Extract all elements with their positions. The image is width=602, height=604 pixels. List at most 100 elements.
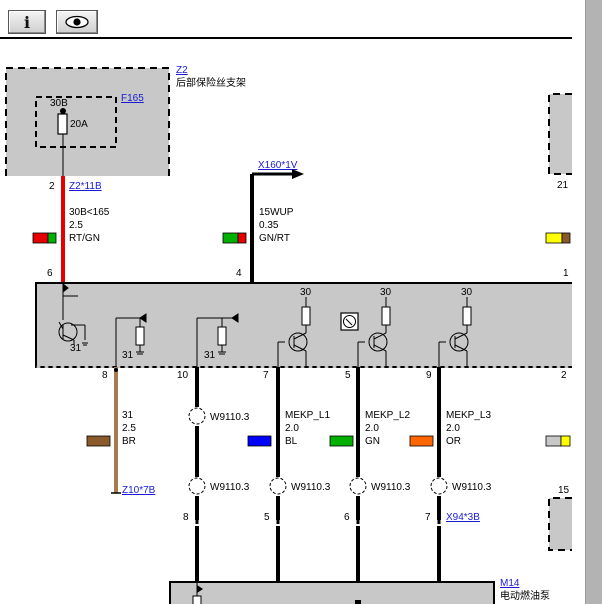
- splice-icon: [188, 407, 206, 425]
- ground-label-3: 31: [204, 350, 216, 361]
- wire-br-color: BR: [122, 436, 136, 447]
- m14-code[interactable]: M14: [500, 578, 520, 589]
- wire-30b-signal: 30B<165: [69, 207, 110, 218]
- wire-l2-size: 2.0: [365, 423, 379, 434]
- color-swatch-red2: [237, 232, 247, 244]
- pin-bottom-6: 6: [344, 512, 350, 523]
- info-button[interactable]: i: [8, 10, 46, 34]
- right-component-top: 21 1: [545, 93, 572, 279]
- switch-l3: [438, 297, 472, 367]
- color-swatch-green: [47, 232, 57, 244]
- control-module: 31 31 31: [35, 282, 572, 368]
- wire-l3-signal: MEKP_L3: [446, 410, 491, 421]
- f165-pin: 30B: [50, 98, 68, 109]
- wire-l1-signal: MEKP_L1: [285, 410, 330, 421]
- sensor-icon: [340, 312, 359, 331]
- x160-1v-connector[interactable]: X160*1V: [258, 160, 298, 171]
- toolbar: i: [8, 10, 98, 34]
- wire-l1-color: BL: [285, 436, 298, 447]
- module-pin-1: 1: [563, 268, 569, 279]
- wire-15wup-signal: 15WUP: [259, 207, 294, 218]
- color-swatch-blue: [247, 435, 272, 447]
- arrow-right-icon: [292, 169, 304, 179]
- wire-l1-size: 2.0: [285, 423, 299, 434]
- f165-fuse: 30B F165 20A: [35, 93, 144, 176]
- wire-10: W9110.3 W9110.3 8: [183, 367, 250, 582]
- z10-7b-connector[interactable]: Z10*7B: [122, 485, 156, 496]
- wire-15wup-color: GN/RT: [259, 233, 290, 244]
- splice-icon: [430, 477, 448, 495]
- wire-l3-color: OR: [446, 436, 461, 447]
- switch-l2: [357, 297, 391, 367]
- pin-8: 8: [102, 370, 108, 381]
- f165-code[interactable]: F165: [121, 93, 144, 104]
- pin-bottom-5: 5: [264, 512, 270, 523]
- f165-rating: 20A: [70, 119, 88, 130]
- splice-icon: [269, 477, 287, 495]
- splice-w9110-2: W9110.3: [210, 482, 250, 493]
- pin-bottom-8: 8: [183, 512, 189, 523]
- right-pin-15: 15: [558, 485, 570, 496]
- z2-11b-connector[interactable]: Z2*11B: [69, 181, 102, 192]
- info-icon: i: [23, 12, 31, 32]
- pin-5: 5: [345, 370, 351, 381]
- ground-label-2: 31: [122, 350, 134, 361]
- wire-mekp-l2: MEKP_L2 2.0 GN W9110.3 6: [329, 367, 411, 582]
- color-swatch-brown-small: [561, 232, 571, 244]
- wire-ground-br: 31 2.5 BR Z10*7B: [86, 367, 156, 496]
- wire-30b-size: 2.5: [69, 220, 83, 231]
- m14-name: 电动燃油泵: [500, 589, 550, 602]
- color-swatch-yellow2: [560, 435, 571, 447]
- right-pin-21: 21: [557, 180, 569, 191]
- color-swatch-brown: [86, 435, 111, 447]
- scrollbar[interactable]: [585, 0, 602, 604]
- pin-bottom-7: 7: [425, 512, 431, 523]
- wire-30b: 2 Z2*11B 30B<165 2.5 RT/GN 6: [32, 176, 110, 283]
- wire-mekp-l1: MEKP_L1 2.0 BL W9110.3 5: [247, 367, 331, 582]
- resistor-ground-1: [115, 313, 147, 367]
- wire-15wup: X160*1V 15WUP 0.35 GN/RT 4: [222, 160, 304, 283]
- pin-9: 9: [426, 370, 432, 381]
- pin-2: 2: [561, 370, 567, 381]
- supply-label-2: 30: [380, 287, 392, 298]
- z2-code[interactable]: Z2: [176, 65, 188, 76]
- splice-w9110-4: W9110.3: [371, 482, 411, 493]
- color-swatch-orange: [409, 435, 434, 447]
- wire-l2-color: GN: [365, 436, 380, 447]
- eye-icon: [65, 15, 89, 29]
- wire-br-size: 2.5: [122, 423, 136, 434]
- resistor-ground-2: [196, 313, 239, 367]
- right-component-bottom: 15: [545, 435, 572, 551]
- ground-label-1: 31: [70, 343, 82, 354]
- color-swatch-red: [32, 232, 49, 244]
- color-swatch-green3: [329, 435, 354, 447]
- transistor-left: [58, 282, 88, 346]
- supply-label-1: 30: [300, 287, 312, 298]
- wire-l3-size: 2.0: [446, 423, 460, 434]
- z2-fuse-carrier: Z2 后部保险丝支架: [5, 65, 246, 176]
- z2-name: 后部保险丝支架: [176, 76, 246, 89]
- m14-fuel-pump: M14 电动燃油泵: [169, 578, 550, 604]
- color-swatch-gray: [545, 435, 562, 447]
- z2-pin: 2: [49, 181, 55, 192]
- pin-7: 7: [263, 370, 269, 381]
- splice-w9110-1: W9110.3: [210, 412, 250, 423]
- x94-3b-connector[interactable]: X94*3B: [446, 512, 480, 523]
- color-swatch-yellow: [545, 232, 563, 244]
- switch-l1: [277, 297, 311, 367]
- toolbar-divider: [0, 37, 572, 39]
- module-pin-6: 6: [47, 268, 53, 279]
- wire-br-signal: 31: [122, 410, 134, 421]
- view-button[interactable]: [56, 10, 98, 34]
- module-pin-4: 4: [236, 268, 242, 279]
- splice-w9110-5: W9110.3: [452, 482, 492, 493]
- wiring-diagram: Z2 后部保险丝支架 30B F165 20A 2 Z2*11B 30B<165…: [5, 65, 572, 604]
- pin-10: 10: [177, 370, 189, 381]
- wire-mekp-l3: MEKP_L3 2.0 OR W9110.3 7 X94*3B: [409, 367, 492, 582]
- supply-label-3: 30: [461, 287, 473, 298]
- splice-icon: [188, 477, 206, 495]
- wire-l2-signal: MEKP_L2: [365, 410, 410, 421]
- wire-15wup-size: 0.35: [259, 220, 279, 231]
- wire-30b-color: RT/GN: [69, 233, 100, 244]
- color-swatch-green2: [222, 232, 239, 244]
